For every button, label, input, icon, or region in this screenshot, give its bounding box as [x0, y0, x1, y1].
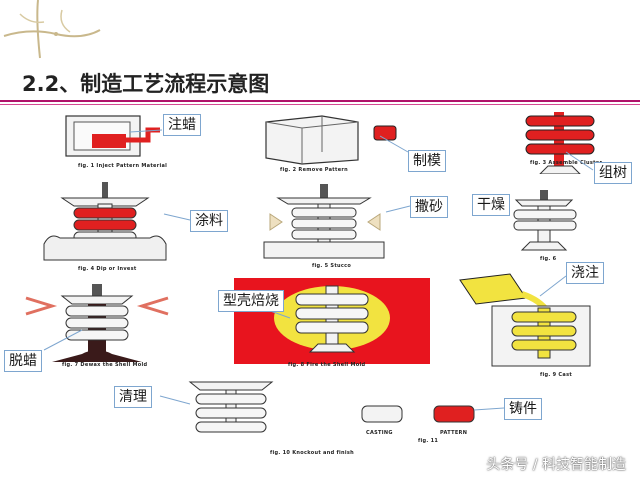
fig3-caption: fig. 3 Assemble Cluster [530, 160, 603, 166]
callout-clean: 清理 [114, 386, 152, 408]
callout-dewax: 脱蜡 [4, 350, 42, 372]
callout-casting: 铸件 [504, 398, 542, 420]
fig9-cast [459, 273, 591, 367]
branch-decoration [3, 0, 101, 59]
fig1-inject-pattern [65, 115, 160, 157]
fig7-caption: fig. 7 Dewax the Shell Mold [62, 362, 148, 368]
fig2-remove-pattern [265, 115, 397, 165]
fig11-casting-pattern [361, 405, 475, 423]
fig4-dip-invest [43, 182, 167, 261]
fig9-caption: fig. 9 Cast [540, 372, 573, 378]
title-rule-thin [0, 104, 640, 105]
fig11-caption: fig. 11 [418, 438, 439, 444]
page-title: 2.2、制造工艺流程示意图 [22, 72, 270, 96]
fig10-caption: fig. 10 Knockout and finish [270, 450, 355, 456]
fig2-caption: fig. 2 Remove Pattern [280, 167, 349, 173]
fig5-caption: fig. 5 Stucco [312, 263, 352, 269]
title-rule [0, 100, 640, 102]
fig5-stucco [263, 184, 385, 259]
fig6-caption: fig. 6 [540, 256, 557, 262]
callout-dry: 干燥 [472, 194, 510, 216]
fig8-fire-shell [234, 278, 430, 364]
fig6-dry [513, 190, 577, 251]
watermark: 头条号 / 科技智能制造 [486, 457, 626, 473]
fig10-knockout [188, 381, 274, 433]
fig4-caption: fig. 4 Dip or Invest [78, 266, 137, 272]
fig7-dewax [25, 284, 169, 362]
callout-coat: 涂料 [190, 210, 228, 232]
callout-assemble: 组树 [594, 162, 632, 184]
casting-label: CASTING [366, 430, 393, 436]
callout-sand: 撒砂 [410, 196, 448, 218]
callout-make-mold: 制模 [408, 150, 446, 172]
fig8-caption: fig. 8 Fire the Shell Mold [288, 362, 366, 368]
callout-pour: 浇注 [566, 262, 604, 284]
pattern-label: PATTERN [440, 430, 468, 436]
fig3-assemble-cluster [525, 112, 595, 174]
fig1-caption: fig. 1 Inject Pattern Material [78, 163, 168, 169]
callout-fire: 型壳焙烧 [218, 290, 284, 312]
callout-inject: 注蜡 [163, 114, 201, 136]
